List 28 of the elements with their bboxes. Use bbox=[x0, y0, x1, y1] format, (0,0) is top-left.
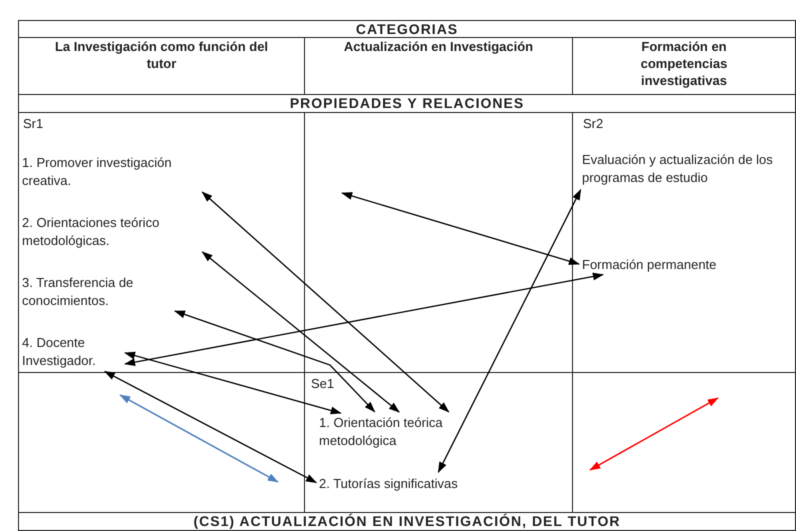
column-header: La Investigación como función del tutor bbox=[18, 38, 305, 95]
list-item: Formación permanente bbox=[582, 256, 742, 274]
list-item: 1. Promover investigación creativa. bbox=[22, 154, 200, 190]
section-code: Se1 bbox=[311, 375, 334, 393]
arrow bbox=[124, 272, 604, 366]
arrow bbox=[202, 251, 400, 413]
list-item: 1. Orientación teórica metodológica bbox=[319, 414, 484, 450]
table-cell bbox=[18, 113, 305, 373]
arrow bbox=[124, 352, 342, 414]
arrow bbox=[341, 192, 580, 265]
table-cell bbox=[305, 373, 573, 513]
arrow bbox=[174, 310, 376, 412]
arrow bbox=[438, 189, 582, 473]
column-header: Formación en competencias investigativas bbox=[573, 38, 796, 95]
list-item: 3. Transferencia de conocimientos. bbox=[22, 274, 172, 310]
table-cell bbox=[573, 113, 796, 373]
section-code: Sr1 bbox=[23, 115, 44, 133]
list-item: 2. Tutorías significativas bbox=[319, 475, 458, 493]
section-code: Sr2 bbox=[583, 115, 604, 133]
arrow bbox=[104, 370, 317, 484]
table-heading: CATEGORIAS bbox=[18, 20, 796, 38]
list-item: 4. Docente Investigador. bbox=[22, 334, 122, 370]
arrow bbox=[202, 191, 450, 413]
list-item: Evaluación y actualización de los programas de estudio bbox=[582, 151, 787, 187]
table-heading: (CS1) ACTUALIZACIÓN EN INVESTIGACIÓN, DEL TUTOR bbox=[18, 513, 796, 531]
column-header: Actualización en Investigación bbox=[305, 38, 573, 95]
table-heading: PROPIEDADES Y RELACIONES bbox=[18, 95, 796, 113]
list-item: 2. Orientaciones teórico metodológicas. bbox=[22, 214, 200, 250]
